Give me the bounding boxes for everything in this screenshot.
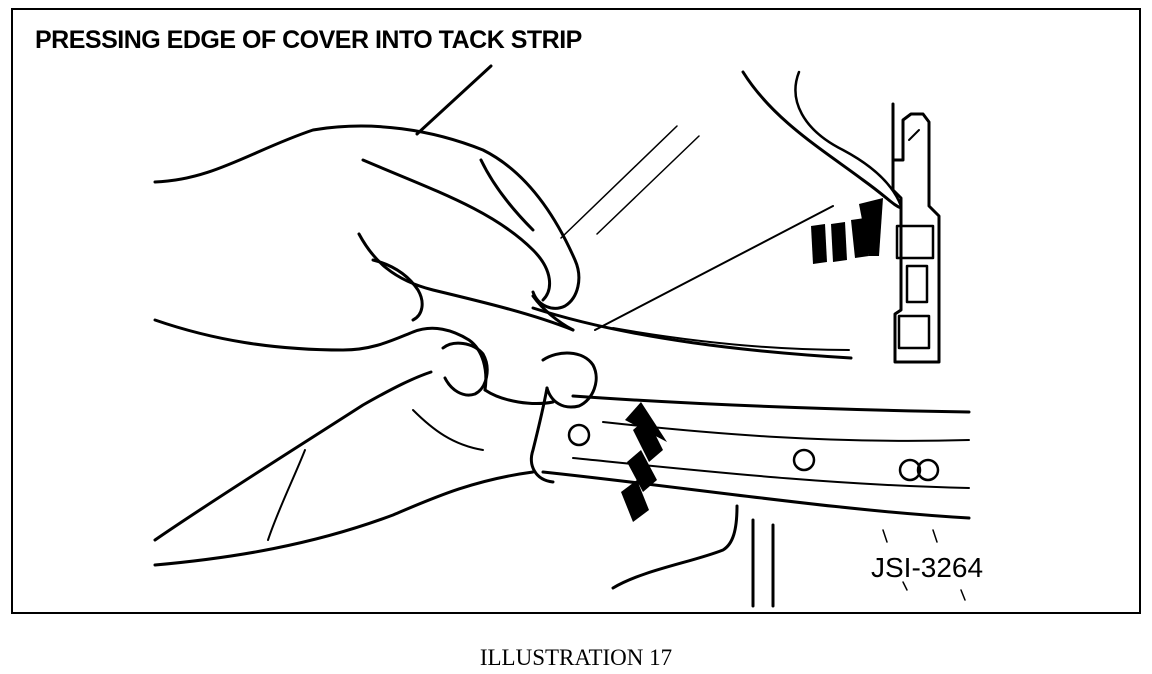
lower-support xyxy=(611,504,775,608)
clip-bracket xyxy=(891,102,941,364)
lower-hand xyxy=(153,258,598,567)
line-drawing xyxy=(153,64,971,608)
upper-hand xyxy=(153,124,581,332)
illustration-frame: PRESSING EDGE OF COVER INTO TACK STRIP J… xyxy=(11,8,1141,614)
tack-strip xyxy=(531,306,971,520)
direction-arrows xyxy=(621,198,883,522)
panel-title: PRESSING EDGE OF COVER INTO TACK STRIP xyxy=(35,26,582,54)
lower-arrow xyxy=(621,402,667,522)
seat-frame xyxy=(415,64,903,331)
figure-caption: ILLUSTRATION 17 xyxy=(479,645,673,670)
reference-code: JSI-3264 xyxy=(871,552,984,583)
upper-arrow xyxy=(811,198,883,264)
reference-ticks xyxy=(882,529,966,601)
